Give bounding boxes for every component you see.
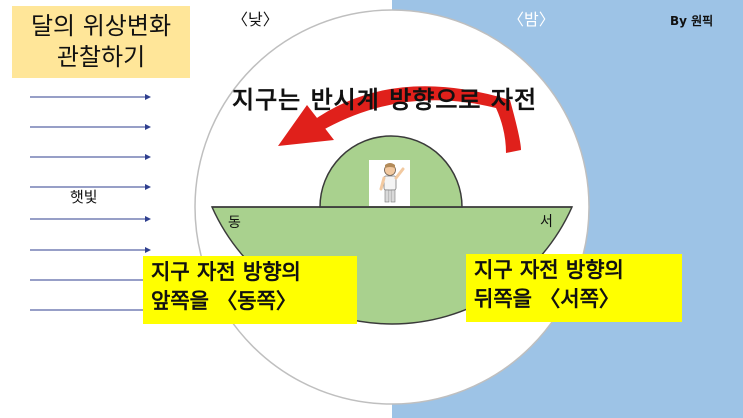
sunlight-label: 햇빛 (70, 188, 98, 206)
east-callout-line-1: 지구 자전 방향의 (151, 260, 301, 284)
observer-person-icon (369, 160, 410, 206)
west-callout-line-2: 뒤쪽을 〈서쪽〉 (474, 287, 620, 311)
author-credit: By 원픽 (670, 14, 714, 28)
east-direction-label: 동 (228, 215, 241, 231)
rotation-arrow-icon (278, 86, 521, 153)
day-label: 〈낮〉 (232, 10, 279, 29)
title-box: 달의 위상변화 관찰하기 (12, 6, 190, 78)
west-callout-line-1: 지구 자전 방향의 (474, 258, 624, 282)
east-callout: 지구 자전 방향의 앞쪽을 〈동쪽〉 (143, 256, 357, 324)
rotation-direction-label: 지구는 반시계 방향으로 자전 (232, 86, 538, 114)
night-label: 〈밤〉 (508, 10, 555, 29)
title-line-2: 관찰하기 (56, 43, 146, 71)
west-callout: 지구 자전 방향의 뒤쪽을 〈서쪽〉 (466, 254, 682, 322)
sun-ray-arrows (30, 94, 151, 313)
west-direction-label: 서 (540, 214, 553, 230)
title-line-1: 달의 위상변화 (30, 12, 172, 40)
east-callout-line-2: 앞쪽을 〈동쪽〉 (151, 289, 297, 313)
